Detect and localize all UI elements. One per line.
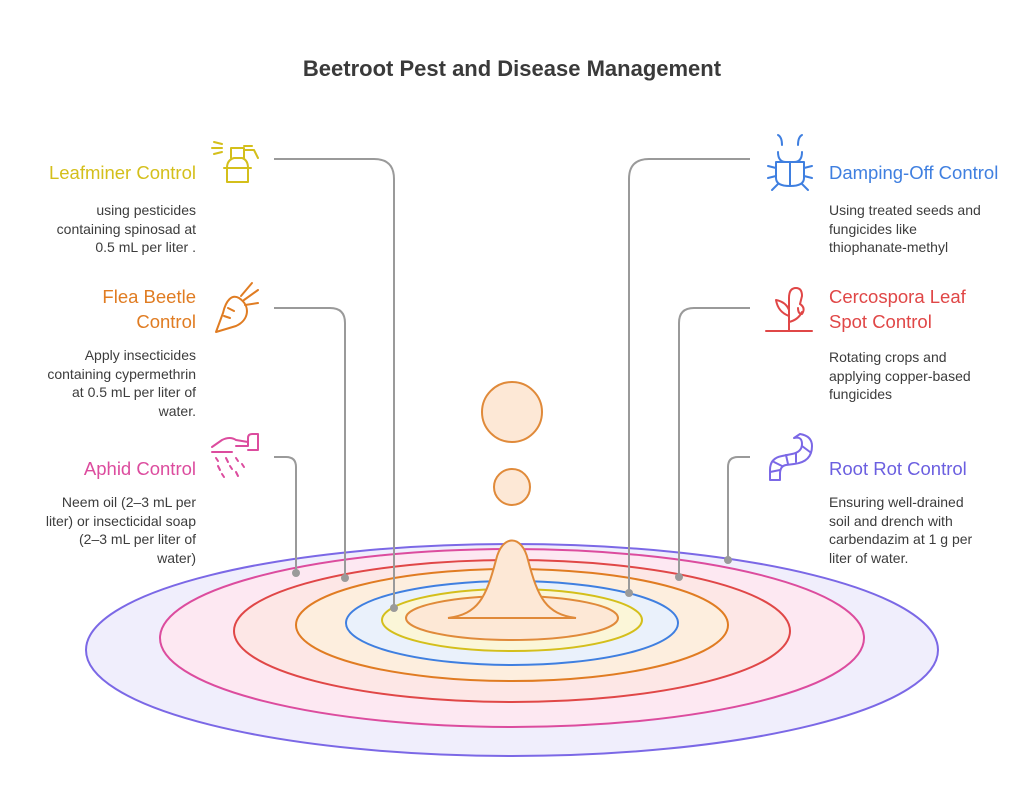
connector-dot-flea-beetle bbox=[341, 574, 349, 582]
damping-off-title-line: Damping-Off Control bbox=[829, 162, 999, 183]
flea-beetle-desc-line: at 0.5 mL per liter of bbox=[72, 384, 196, 400]
flea-beetle-title: Flea Beetle Control bbox=[0, 284, 196, 334]
cercospora-desc-line: applying copper-based bbox=[829, 367, 971, 384]
diagram-title: Beetroot Pest and Disease Management bbox=[302, 56, 722, 81]
cercospora-title-line: Cercospora Leaf bbox=[829, 286, 966, 307]
cercospora-desc-line: Rotating crops and bbox=[829, 349, 947, 365]
connector-aphid bbox=[274, 456, 297, 573]
connector-leafminer bbox=[274, 158, 395, 608]
root-rot-title: Root Rot Control bbox=[829, 456, 1024, 481]
aphid-description: Neem oil (2–3 mL per liter) or insectici… bbox=[0, 493, 196, 567]
aphid-title-line: Aphid Control bbox=[83, 458, 196, 479]
leafminer-desc-line: using pesticides bbox=[96, 202, 196, 218]
worm-icon bbox=[769, 433, 813, 481]
flea-beetle-desc-line: Apply insecticides bbox=[84, 347, 196, 363]
connector-dot-aphid bbox=[292, 569, 300, 577]
damping-off-desc-line: Using treated seeds and bbox=[829, 202, 981, 218]
cercospora-title-line: Spot Control bbox=[829, 311, 932, 332]
root-rot-desc-line: liter of water. bbox=[829, 549, 909, 566]
connector-dot-damping-off bbox=[625, 589, 633, 597]
damping-off-title: Damping-Off Control bbox=[829, 160, 1024, 185]
connector-cercospora bbox=[678, 307, 750, 577]
flea-beetle-description: Apply insecticides containing cypermethr… bbox=[0, 346, 196, 420]
damping-off-description: Using treated seeds and fungicides like … bbox=[829, 201, 1024, 257]
cercospora-desc-line: fungicides bbox=[829, 386, 893, 402]
connector-flea-beetle bbox=[274, 307, 346, 578]
splash-spike bbox=[447, 539, 577, 619]
damping-off-desc-line: fungicides like bbox=[829, 220, 917, 237]
connector-dot-root-rot bbox=[724, 556, 732, 564]
damping-off-desc-line: thiophanate-methyl bbox=[829, 239, 949, 255]
beetle-icon bbox=[767, 134, 813, 191]
leafminer-description: using pesticides containing spinosad at … bbox=[0, 201, 196, 257]
wilted-plant-icon bbox=[765, 287, 813, 332]
flea-beetle-title-line: Control bbox=[136, 311, 196, 332]
aphid-desc-line: water) bbox=[157, 549, 196, 566]
leafminer-title: Leafminer Control bbox=[0, 160, 196, 185]
droplet-small bbox=[493, 468, 531, 506]
leafminer-desc-line: containing spinosad at bbox=[56, 220, 196, 237]
hand-spray-icon bbox=[211, 433, 259, 478]
leafminer-title-line: Leafminer Control bbox=[48, 162, 196, 183]
aphid-desc-line: (2–3 mL per liter of bbox=[79, 531, 196, 547]
cercospora-description: Rotating crops and applying copper-based… bbox=[829, 348, 1024, 404]
root-rot-title-line: Root Rot Control bbox=[829, 458, 967, 479]
connector-root-rot bbox=[727, 456, 750, 560]
flea-beetle-desc-line: water. bbox=[158, 402, 196, 419]
root-rot-desc-line: soil and drench with bbox=[829, 512, 953, 529]
cercospora-title: Cercospora Leaf Spot Control bbox=[829, 284, 1024, 334]
flea-beetle-title-line: Flea Beetle bbox=[102, 286, 196, 307]
connector-damping-off bbox=[628, 158, 750, 593]
aphid-desc-line: Neem oil (2–3 mL per bbox=[61, 494, 196, 510]
connector-dot-cercospora bbox=[675, 573, 683, 581]
spray-bottle-icon bbox=[211, 141, 259, 183]
leafminer-desc-line: 0.5 mL per liter . bbox=[95, 239, 196, 255]
aphid-desc-line: liter) or insecticidal soap bbox=[45, 512, 196, 529]
droplet-large bbox=[481, 381, 543, 443]
root-rot-desc-line: Ensuring well-drained bbox=[829, 494, 964, 510]
flea-beetle-desc-line: containing cypermethrin bbox=[47, 365, 196, 382]
beetroot-icon bbox=[215, 282, 259, 333]
root-rot-desc-line: carbendazim at 1 g per bbox=[829, 531, 973, 547]
aphid-title: Aphid Control bbox=[0, 456, 196, 481]
connector-dot-leafminer bbox=[390, 604, 398, 612]
root-rot-description: Ensuring well-drained soil and drench wi… bbox=[829, 493, 1024, 567]
